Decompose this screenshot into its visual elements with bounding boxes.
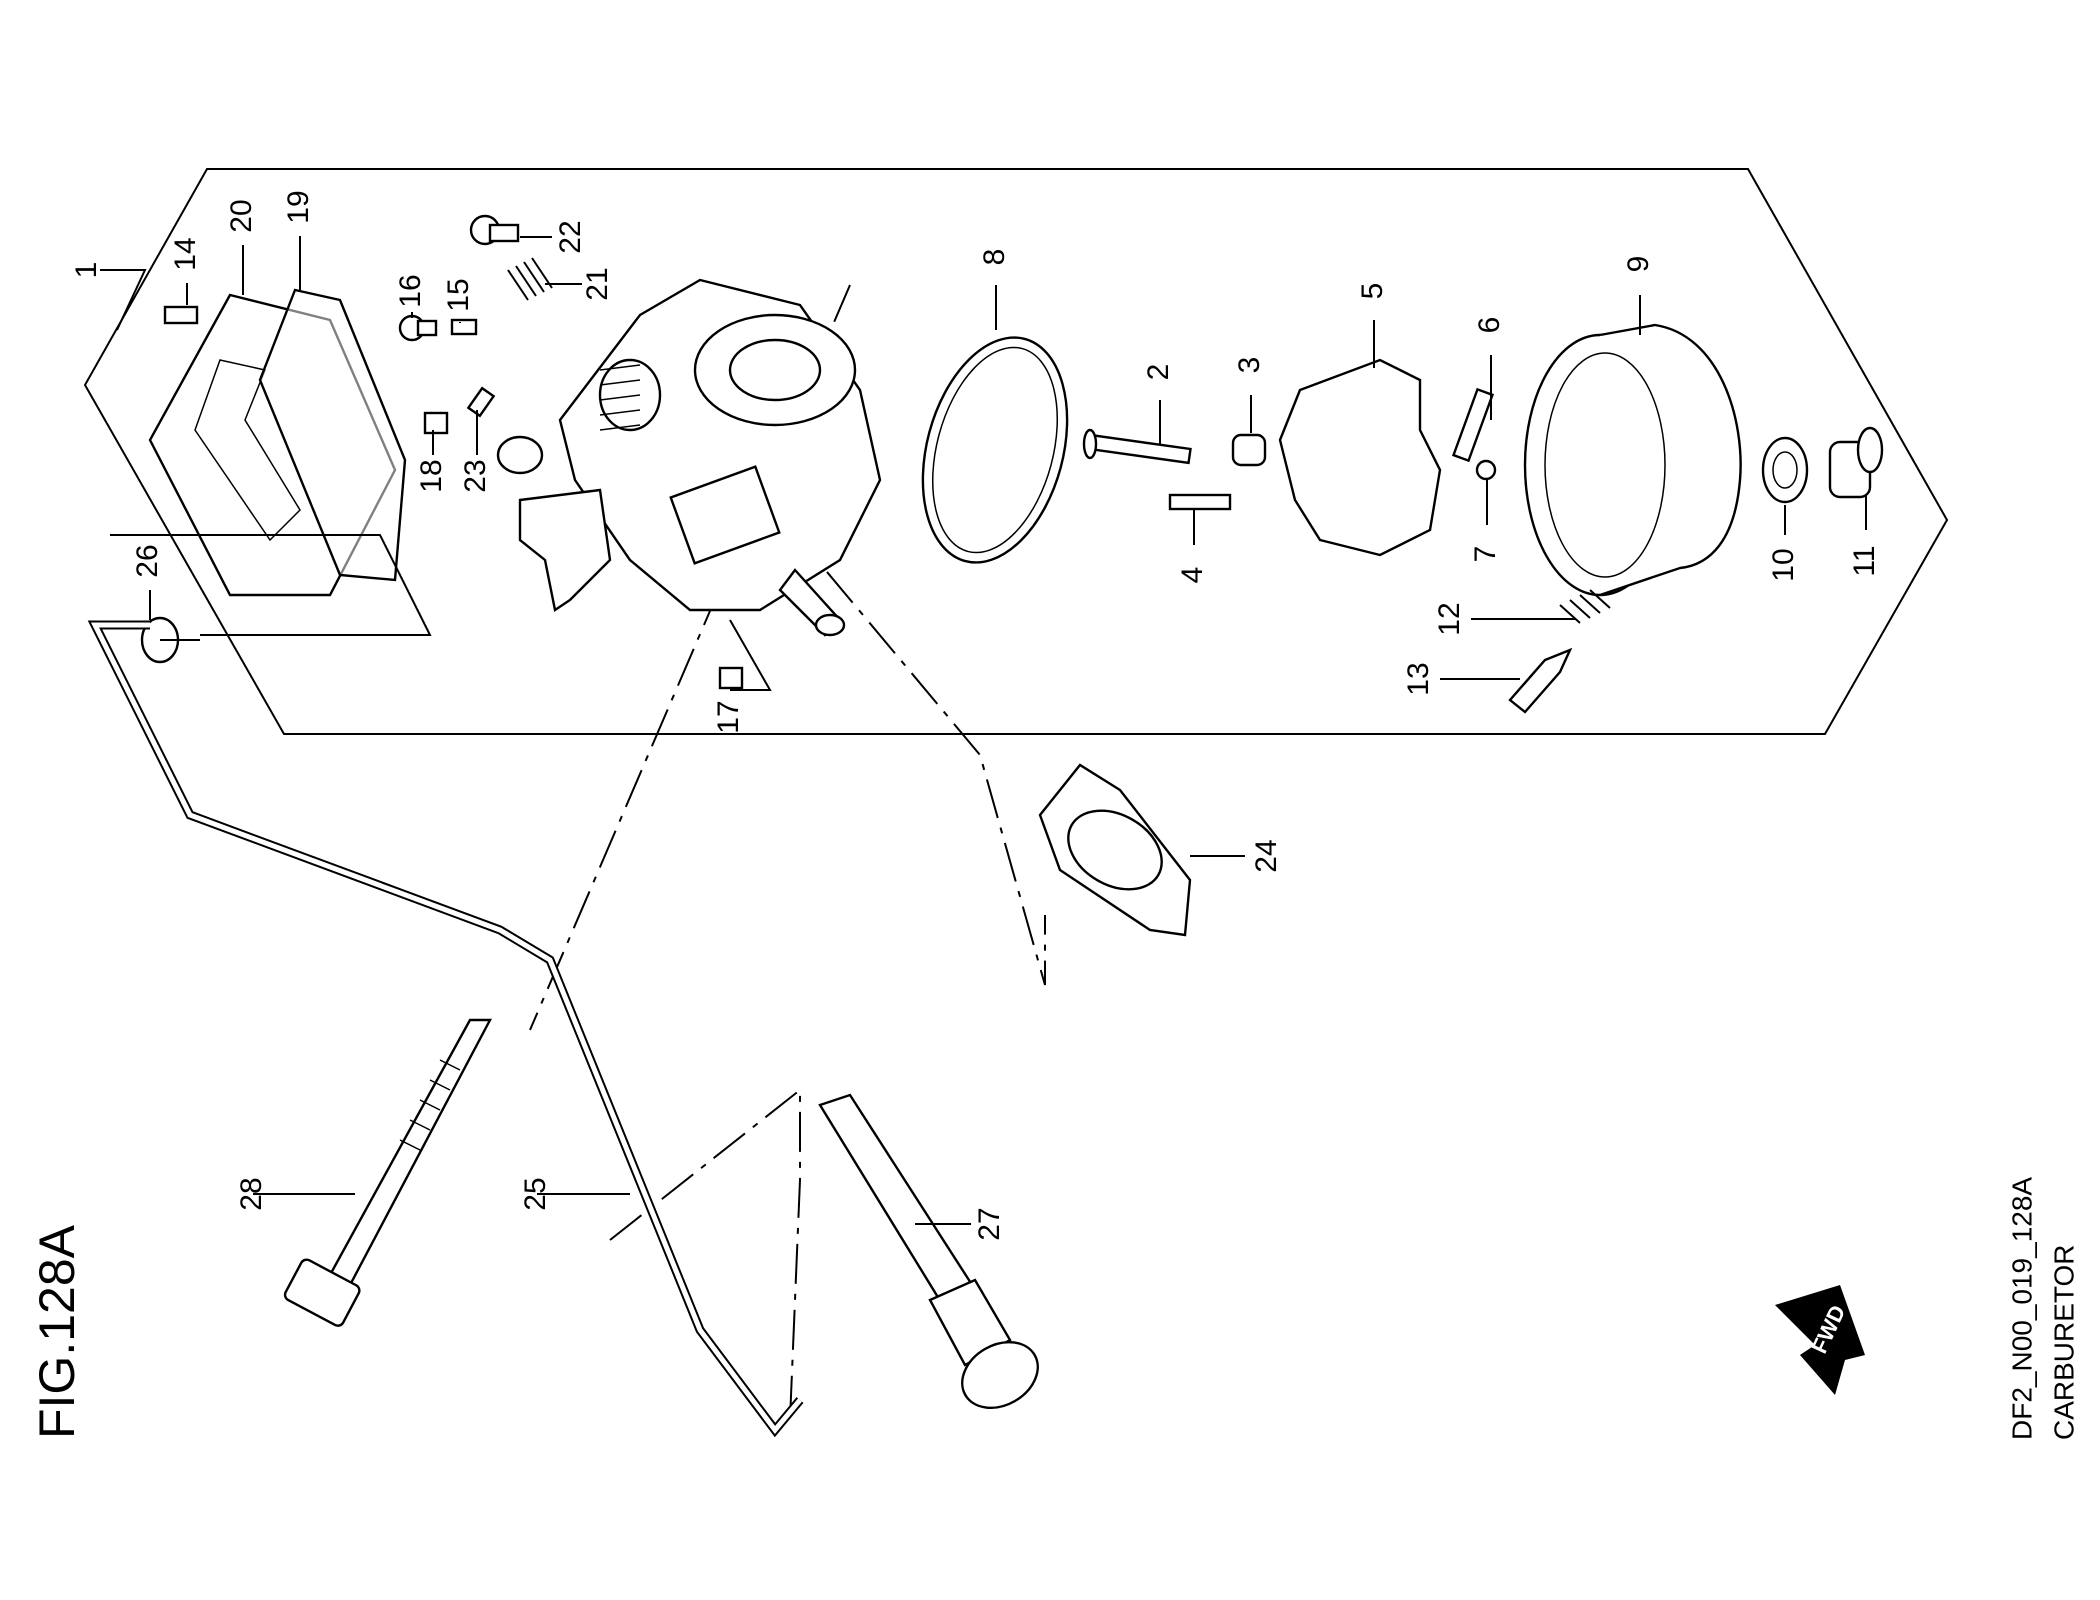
assembly-boundary — [83, 168, 1949, 735]
callout-26: 26 — [131, 544, 164, 577]
part-2-nozzle — [1082, 428, 1192, 465]
callout-16: 16 — [394, 274, 427, 307]
figure-title: FIG.128A — [29, 1224, 85, 1439]
part-22-screw — [469, 214, 520, 246]
part-15-screw — [450, 318, 478, 336]
part-10-washer — [1761, 436, 1809, 504]
callout-9: 9 — [1622, 256, 1655, 273]
callout-6: 6 — [1473, 317, 1506, 334]
fwd-arrow-icon: FWD — [1775, 1285, 1865, 1395]
callout-4: 4 — [1176, 567, 1209, 584]
callout-27: 27 — [973, 1207, 1006, 1240]
part-9-float-chamber — [1523, 323, 1742, 597]
part-19-gasket — [258, 288, 407, 582]
callout-15: 15 — [442, 278, 475, 311]
callout-22: 22 — [554, 220, 587, 253]
callouts: 1 2 3 4 5 6 7 8 9 10 11 12 13 14 15 16 1… — [70, 190, 1881, 1240]
part-12-spring — [1559, 589, 1611, 624]
drawing-code: DF2_N00_019_128A — [2006, 1177, 2037, 1440]
part-8-o-ring — [921, 336, 1069, 564]
callout-19: 19 — [282, 190, 315, 223]
drawing-name: CARBURETOR — [2048, 1244, 2079, 1440]
callout-13: 13 — [1402, 662, 1435, 695]
part-4-needle — [1168, 493, 1232, 511]
part-7-clip — [1475, 459, 1497, 481]
leader-lines — [100, 236, 1867, 1225]
callout-20: 20 — [225, 199, 258, 232]
part-6-pin — [1451, 387, 1495, 463]
part-16-screw — [398, 314, 438, 342]
callout-5: 5 — [1356, 283, 1389, 300]
part-11-drain-plug — [1828, 426, 1884, 499]
callout-10: 10 — [1767, 548, 1800, 581]
part-21-spring — [507, 257, 553, 301]
callout-8: 8 — [978, 249, 1011, 266]
callout-11: 11 — [1848, 545, 1881, 576]
callout-2: 2 — [1142, 364, 1175, 381]
callout-23: 23 — [459, 459, 492, 492]
part-1-carburetor-body — [496, 278, 882, 637]
callout-12: 12 — [1433, 602, 1466, 635]
callout-25: 25 — [519, 1177, 552, 1210]
callout-21: 21 — [581, 267, 614, 300]
part-27-choke-knob — [818, 1093, 1039, 1409]
part-18-jet — [423, 411, 449, 435]
part-17-plug — [718, 666, 744, 690]
part-24-gasket — [1038, 763, 1192, 937]
part-28-bolt — [283, 1018, 492, 1327]
part-23-screw — [466, 386, 496, 418]
part-3-jet — [1231, 433, 1267, 467]
callout-3: 3 — [1233, 357, 1266, 374]
part-13-screw — [1508, 647, 1573, 714]
part-5-float — [1278, 358, 1442, 557]
callout-24: 24 — [1250, 839, 1283, 872]
callout-7: 7 — [1469, 546, 1502, 563]
callout-18: 18 — [415, 459, 448, 492]
callout-28: 28 — [235, 1177, 268, 1210]
part-14-screw — [163, 305, 199, 325]
callout-1: 1 — [70, 262, 103, 279]
callout-17: 17 — [712, 700, 745, 733]
callout-14: 14 — [169, 237, 202, 270]
